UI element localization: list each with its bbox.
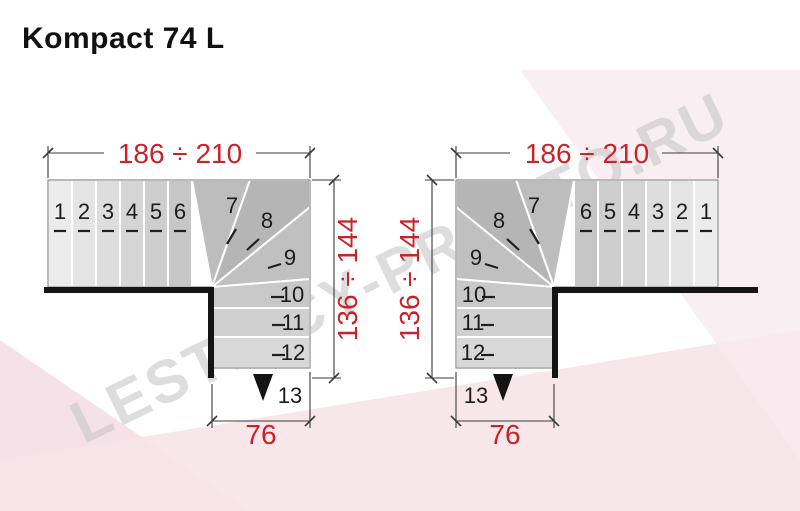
step-number: 1 [54, 199, 66, 224]
step-number: 4 [628, 199, 640, 224]
stair-plan-left-labels: 1 2 3 4 5 6 7 8 9 10 11 12 13 186 ÷ 210 … [54, 138, 363, 450]
step-number: 13 [464, 383, 488, 408]
wall-line-right [552, 287, 758, 378]
step-number: 2 [676, 199, 688, 224]
step-number: 2 [78, 199, 90, 224]
step-number: 12 [281, 340, 305, 365]
step-number: 10 [280, 282, 304, 307]
step-number: 10 [462, 282, 486, 307]
step-number: 9 [284, 245, 296, 270]
step-number: 7 [528, 193, 540, 218]
step-number: 5 [150, 199, 162, 224]
step-number: 11 [282, 310, 305, 335]
dim-exit-label: 76 [245, 419, 276, 450]
wall-line-left [44, 287, 214, 378]
background-decor [0, 70, 800, 511]
step-number: 6 [580, 199, 592, 224]
step-number: 8 [493, 208, 505, 233]
step-number: 8 [261, 208, 273, 233]
dim-depth-label: 136 ÷ 144 [332, 217, 363, 341]
dim-width-label: 186 ÷ 210 [118, 138, 242, 169]
step-number: 5 [604, 199, 616, 224]
step-number: 3 [652, 199, 664, 224]
dim-width-label: 186 ÷ 210 [525, 138, 649, 169]
step-number: 6 [174, 199, 186, 224]
step-number: 11 [462, 310, 485, 335]
step-number: 4 [126, 199, 138, 224]
dim-exit-label: 76 [489, 419, 520, 450]
stair-plan-right-labels: 1 2 3 4 5 6 7 8 9 10 11 12 13 186 ÷ 210 … [394, 138, 712, 450]
page-title: Kompact 74 L [22, 22, 225, 55]
step-number: 13 [278, 383, 302, 408]
step-number: 9 [470, 245, 482, 270]
step-number: 12 [461, 340, 485, 365]
decor-shape [0, 330, 800, 511]
dim-depth-label: 136 ÷ 144 [394, 217, 425, 341]
step-number: 7 [226, 193, 238, 218]
step-number: 1 [700, 199, 712, 224]
step-number: 3 [102, 199, 114, 224]
